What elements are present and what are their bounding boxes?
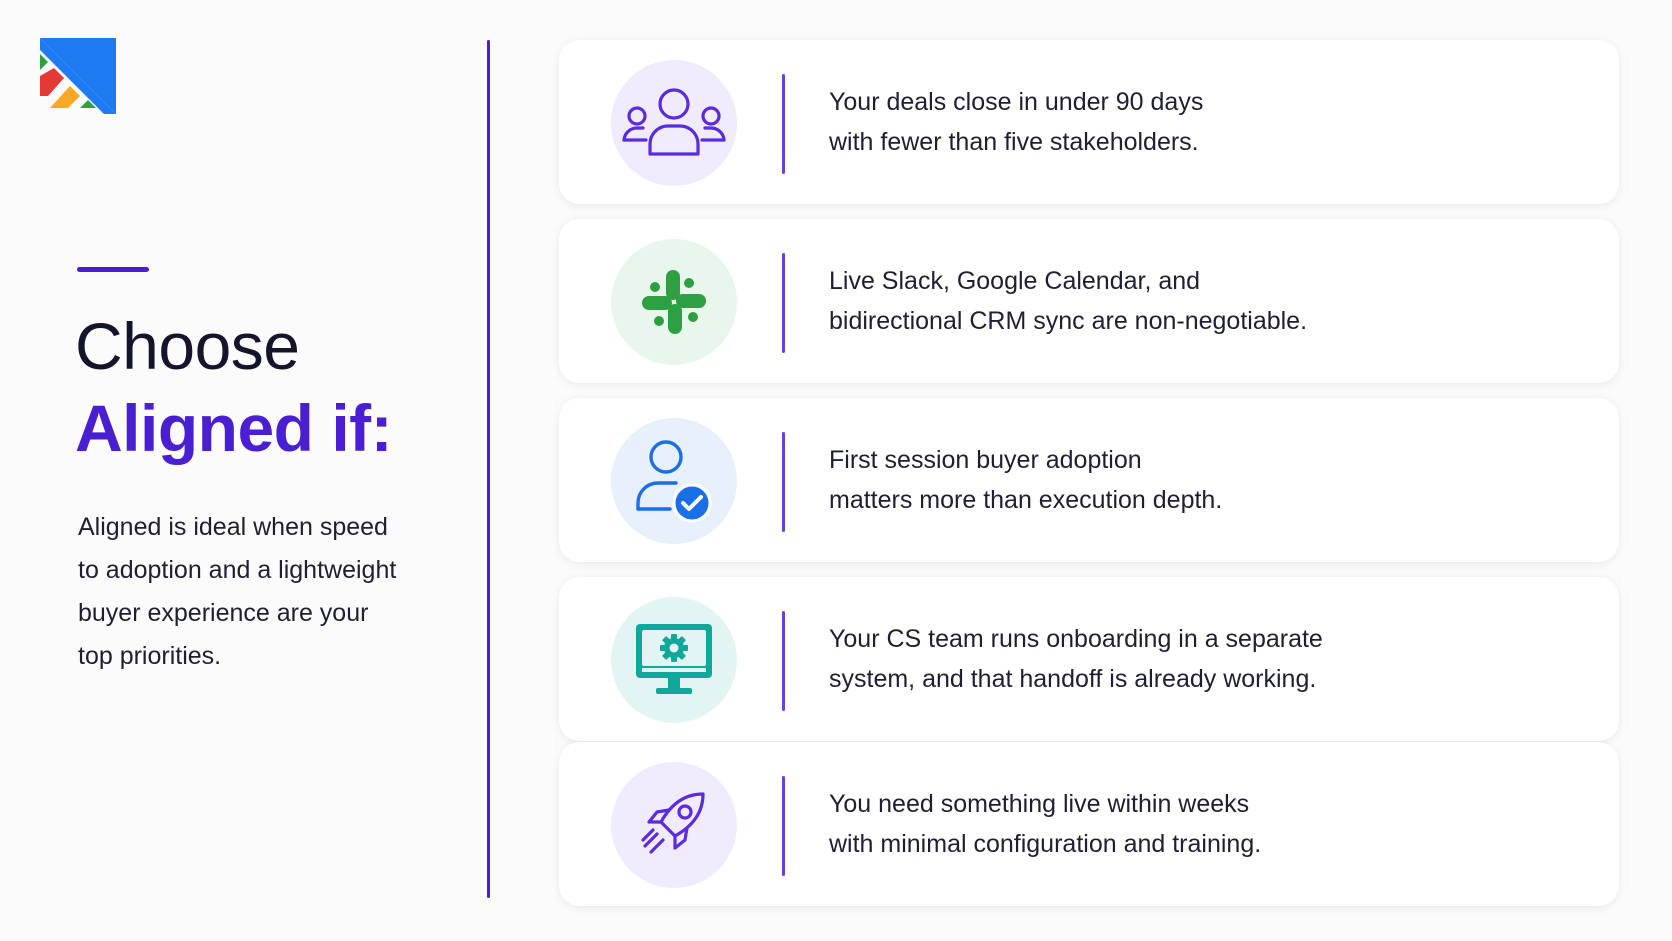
card-accent-line	[782, 74, 785, 174]
card-accent-line	[782, 253, 785, 353]
card-text-line: with minimal configuration and training.	[829, 830, 1262, 858]
description-line: Aligned is ideal when speed	[78, 513, 388, 541]
card-text-line: bidirectional CRM sync are non-negotiabl…	[829, 307, 1308, 335]
monitor-gear-icon	[636, 624, 712, 694]
icon-circle	[611, 597, 737, 723]
card-text-line: with fewer than five stakeholders.	[829, 128, 1199, 156]
description-line: buyer experience are your	[78, 599, 369, 627]
description-line: to adoption and a lightweight	[78, 556, 397, 584]
criteria-card: Live Slack, Google Calendar, and bidirec…	[559, 219, 1619, 383]
icon-circle	[611, 60, 737, 186]
user-check-icon	[636, 440, 712, 523]
team-icon	[622, 88, 726, 156]
card-text-line: Your deals close in under 90 days	[829, 88, 1204, 116]
criteria-card: Your deals close in under 90 days with f…	[559, 40, 1619, 204]
card-text: Live Slack, Google Calendar, and bidirec…	[829, 219, 1589, 383]
card-text-line: You need something live within weeks	[829, 790, 1250, 818]
vertical-divider	[487, 40, 490, 898]
card-accent-line	[782, 432, 785, 532]
heading-aligned-if: Aligned if:	[75, 391, 393, 465]
card-text: Your CS team runs onboarding in a separa…	[829, 577, 1589, 741]
icon-circle	[611, 762, 737, 888]
card-text: First session buyer adoption matters mor…	[829, 398, 1589, 562]
card-text-line: matters more than execution depth.	[829, 486, 1223, 514]
card-accent-line	[782, 611, 785, 711]
slack-icon	[642, 270, 706, 334]
criteria-card: Your CS team runs onboarding in a separa…	[559, 577, 1619, 741]
card-accent-line	[782, 776, 785, 876]
criteria-card: First session buyer adoption matters mor…	[559, 398, 1619, 562]
heading-choose: Choose	[75, 309, 300, 383]
accent-bar	[77, 267, 149, 272]
rocket-icon	[641, 792, 705, 854]
card-text: You need something live within weeks wit…	[829, 742, 1589, 906]
description: Aligned is ideal when speed to adoption …	[78, 506, 458, 678]
description-line: top priorities.	[78, 642, 222, 670]
card-text: Your deals close in under 90 days with f…	[829, 40, 1589, 204]
card-text-line: First session buyer adoption	[829, 446, 1142, 474]
card-text-line: Your CS team runs onboarding in a separa…	[829, 625, 1323, 653]
icon-circle	[611, 239, 737, 365]
criteria-card: You need something live within weeks wit…	[559, 742, 1619, 906]
card-text-line: Live Slack, Google Calendar, and	[829, 267, 1201, 295]
brand-logo-icon	[40, 38, 116, 114]
icon-circle	[611, 418, 737, 544]
card-text-line: system, and that handoff is already work…	[829, 665, 1317, 693]
